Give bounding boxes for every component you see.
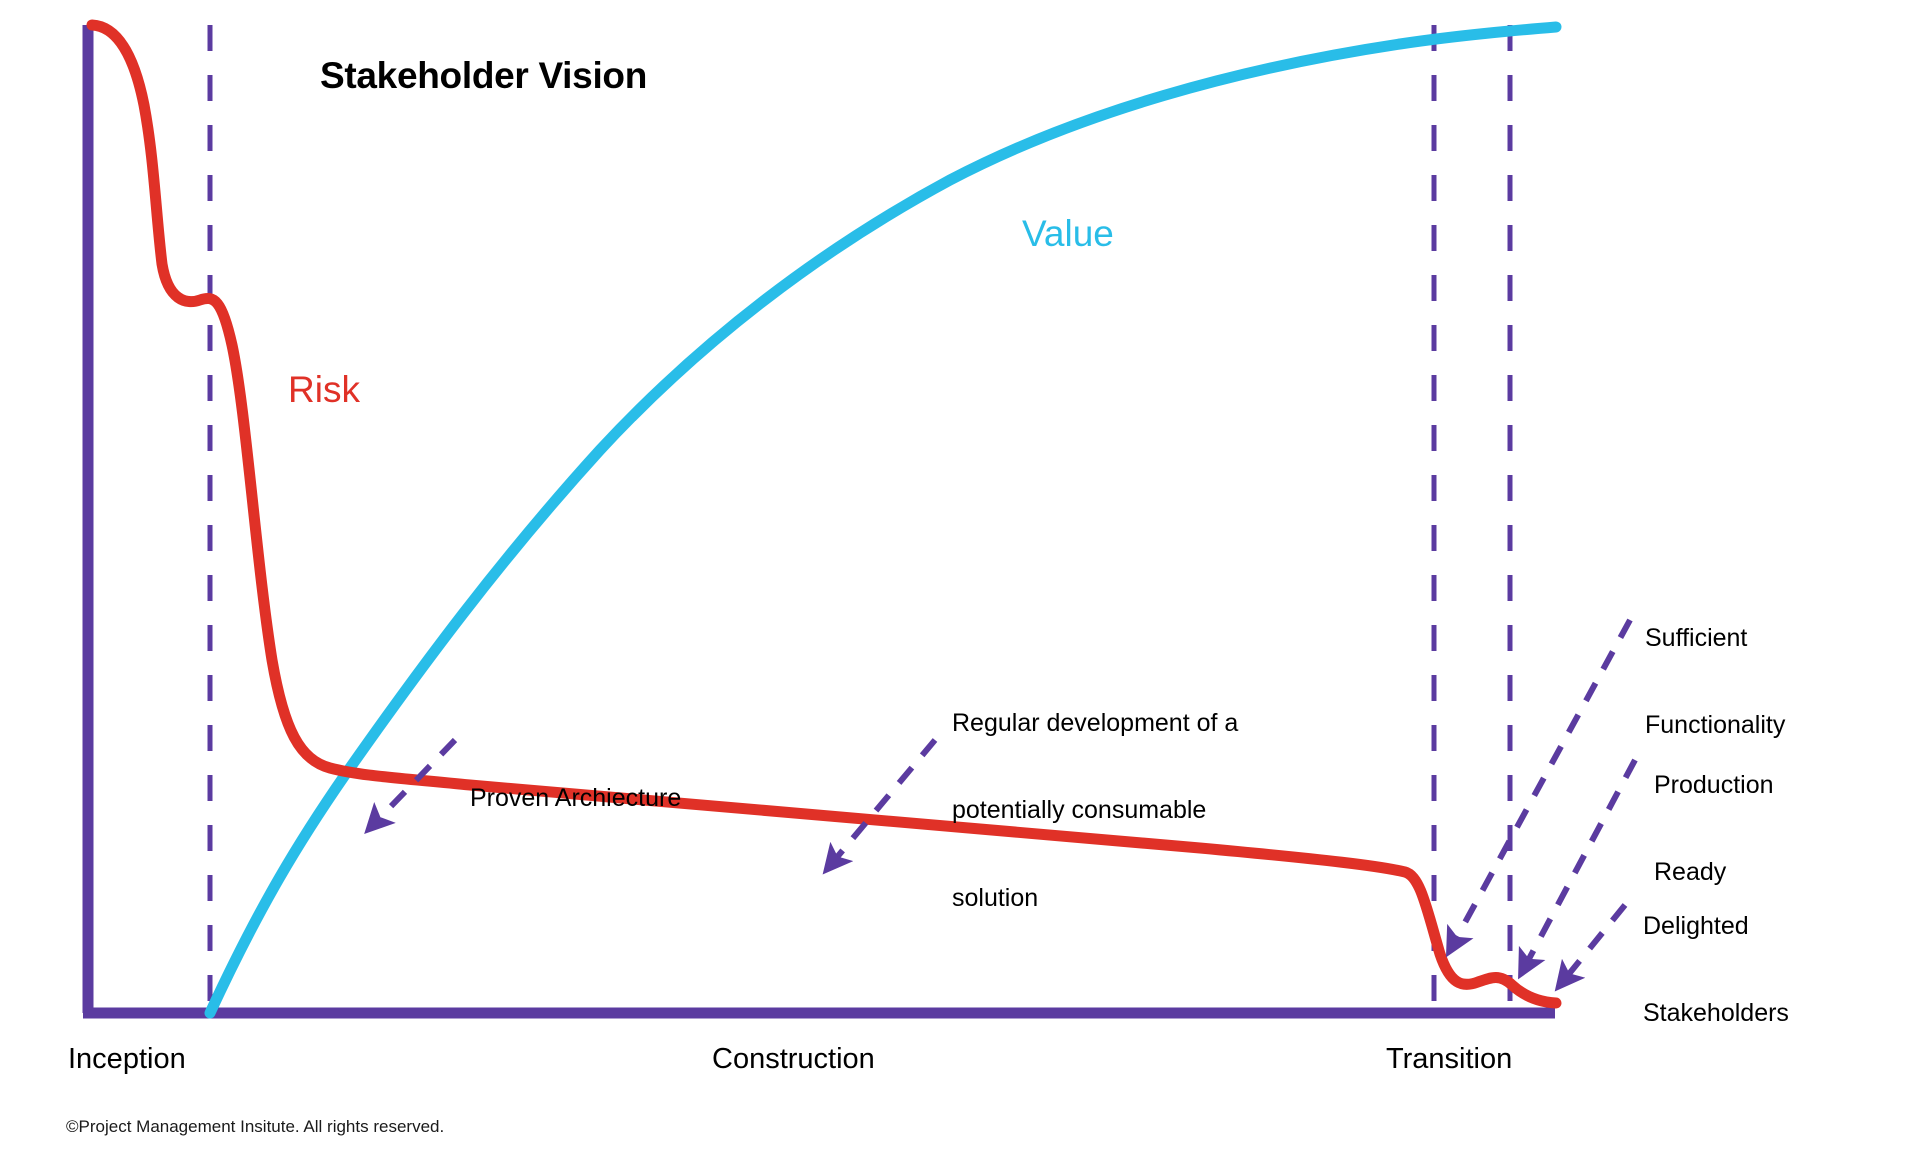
arrow-delighted-stakeholders bbox=[1554, 903, 1628, 992]
annotation-sufficient-functionality: Sufficient Functionality bbox=[1645, 565, 1785, 799]
annotation-line: Delighted bbox=[1643, 911, 1749, 940]
axes-group bbox=[82, 25, 1555, 1019]
annotation-regular-development: Regular development of a potentially con… bbox=[952, 650, 1238, 972]
annotation-line: Sufficient bbox=[1645, 623, 1748, 652]
annotation-line: potentially consumable bbox=[952, 796, 1207, 825]
value-curve bbox=[204, 21, 1562, 1019]
axis-label-transition: Transition bbox=[1386, 1043, 1513, 1075]
axis-label-construction: Construction bbox=[712, 1043, 875, 1075]
annotation-arrows-group bbox=[364, 618, 1638, 992]
annotation-delighted-stakeholders: Delighted Stakeholders bbox=[1643, 853, 1789, 1087]
annotation-line: Stakeholders bbox=[1643, 999, 1789, 1028]
risk-curve bbox=[86, 19, 1562, 1009]
annotation-line: Regular development of a bbox=[952, 708, 1239, 737]
annotation-line: solution bbox=[952, 884, 1039, 912]
copyright-notice: ©Project Management Insitute. All rights… bbox=[66, 1117, 445, 1136]
series-label-value: Value bbox=[1022, 213, 1114, 254]
arrow-regular-development bbox=[822, 738, 938, 875]
annotation-line: Functionality bbox=[1645, 711, 1786, 740]
annotation-line: Proven Archiecture bbox=[470, 783, 682, 812]
phase-dividers-group bbox=[207, 25, 1513, 1013]
page-title: Stakeholder Vision bbox=[320, 55, 648, 96]
annotation-proven-architecture: Proven Archiecture bbox=[470, 725, 681, 871]
arrow-production-ready bbox=[1518, 758, 1638, 980]
annotation-production-ready: Production Ready bbox=[1654, 712, 1774, 946]
annotation-line: Ready bbox=[1654, 858, 1727, 887]
arrow-sufficient-functionality bbox=[1445, 618, 1633, 958]
annotation-line: Production bbox=[1654, 770, 1774, 799]
series-label-risk: Risk bbox=[288, 369, 360, 410]
axis-label-inception: Inception bbox=[68, 1043, 186, 1075]
